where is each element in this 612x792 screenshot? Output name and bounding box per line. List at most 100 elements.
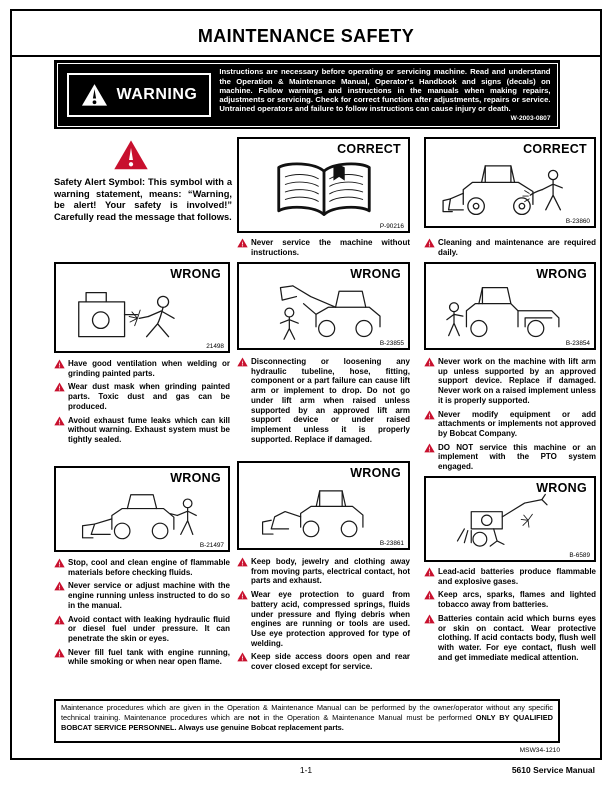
caption-text: Never modify equipment or add attachment… — [438, 409, 596, 438]
wrong-label: WRONG — [350, 267, 401, 281]
correct-label: CORRECT — [337, 142, 401, 156]
caption-group-raised-lift-arm: Disconnecting or loosening any hydraulic… — [237, 357, 410, 444]
warning-label: WARNING — [116, 85, 198, 103]
caption-text: Have good ventilation when welding or gr… — [68, 359, 230, 378]
warning-caption: Stop, cool and clean engine of flammable… — [54, 558, 230, 577]
caption-text: Keep body, jewelry and clothing away fro… — [251, 557, 410, 586]
alert-triangle-icon — [54, 382, 65, 392]
welding-illustration — [78, 292, 175, 338]
panel-welding: WRONG 21498 — [54, 262, 230, 353]
alert-triangle-icon — [424, 357, 435, 367]
alert-triangle-icon — [54, 359, 65, 369]
panel-cleaning: CORRECT B-23860 — [424, 137, 596, 228]
caption-group-utility-vehicle: Never work on the machine with lift arm … — [424, 357, 596, 472]
alert-triangle-icon — [424, 443, 435, 453]
caption-text: Cleaning and maintenance are required da… — [438, 238, 596, 257]
photo-code: B-23854 — [565, 340, 590, 347]
loader-illustration — [261, 490, 364, 538]
panel-engine-service: WRONG B-21497 — [54, 466, 230, 552]
warning-text-wrap: Instructions are necessary before operat… — [219, 67, 550, 121]
caption-text: Keep side access doors open and rear cov… — [251, 652, 410, 672]
warning-caption: Batteries contain acid which burns eyes … — [424, 614, 596, 663]
caption-text: Keep arcs, sparks, flames and lighted to… — [438, 590, 596, 610]
wrong-label: WRONG — [170, 471, 221, 485]
caption-group-cleaning: Cleaning and maintenance are required da… — [424, 238, 596, 257]
correct-label: CORRECT — [523, 142, 587, 156]
tiller-sparks-illustration — [456, 493, 548, 547]
wrong-label: WRONG — [536, 481, 587, 495]
alert-triangle-icon — [54, 558, 65, 568]
alert-triangle-icon — [424, 410, 435, 420]
bookmark — [332, 164, 345, 181]
warning-caption: Disconnecting or loosening any hydraulic… — [237, 357, 410, 444]
warning-box-inner: WARNING Instructions are necessary befor… — [56, 62, 558, 127]
caption-text: Stop, cool and clean engine of flammable… — [68, 558, 230, 577]
wrong-label: WRONG — [350, 466, 401, 480]
alert-triangle-icon — [424, 238, 435, 248]
warning-caption: Cleaning and maintenance are required da… — [424, 238, 596, 257]
utility-vehicle-illustration — [446, 287, 560, 338]
wrong-label: WRONG — [170, 267, 221, 281]
caption-text: Wear dust mask when grinding painted par… — [68, 382, 230, 411]
warning-caption: Keep body, jewelry and clothing away fro… — [237, 557, 410, 586]
panel-utility-vehicle: WRONG B-23854 — [424, 262, 596, 350]
caption-group-moving-parts: Keep body, jewelry and clothing away fro… — [237, 557, 410, 672]
alert-triangle-icon — [54, 615, 65, 625]
alert-triangle-icon — [424, 590, 435, 600]
caption-text: Lead-acid batteries produce flammable an… — [438, 567, 596, 586]
caption-text: Disconnecting or loosening any hydraulic… — [251, 357, 410, 444]
alert-triangle-icon — [54, 648, 65, 658]
caption-group-read-manual: Never service the machine without instru… — [237, 238, 410, 257]
warning-caption: Wear dust mask when grinding painted par… — [54, 382, 230, 411]
warning-caption: Keep arcs, sparks, flames and lighted to… — [424, 590, 596, 609]
alert-triangle-icon — [424, 614, 435, 624]
caption-text: Never service the machine without instru… — [251, 238, 410, 257]
panel-read-manual: CORRECT P-90216 — [237, 137, 410, 233]
warning-caption: Never work on the machine with lift arm … — [424, 357, 596, 406]
caption-text: Never work on the machine with lift arm … — [438, 357, 596, 405]
caption-text: Batteries contain acid which burns eyes … — [438, 613, 596, 662]
maintenance-note-text: Maintenance procedures which are given i… — [61, 703, 553, 732]
photo-code: P-90216 — [379, 223, 404, 230]
photo-code: B-23861 — [379, 540, 404, 547]
open-book-illustration — [276, 162, 371, 216]
alert-triangle-icon — [54, 416, 65, 426]
machine-cleaning-illustration — [442, 165, 563, 216]
safety-alert-text: Safety Alert Symbol: This symbol with a … — [54, 177, 232, 222]
maintenance-note-code: MSW34-1210 — [519, 747, 560, 754]
manual-name: 5610 Service Manual — [511, 765, 595, 775]
warning-caption: Never modify equipment or add attachment… — [424, 410, 596, 439]
photo-code: B-23860 — [565, 218, 590, 225]
warning-caption: Have good ventilation when welding or gr… — [54, 359, 230, 378]
warning-caption: Never service or adjust machine with the… — [54, 581, 230, 610]
alert-triangle-icon — [54, 581, 65, 591]
alert-triangle-icon — [424, 567, 435, 577]
caption-text: Never fill fuel tank with engine running… — [68, 647, 230, 667]
panel-raised-lift-arm: WRONG B-23855 — [237, 262, 410, 350]
warning-caption: Never fill fuel tank with engine running… — [54, 648, 230, 667]
warning-caption: Avoid contact with leaking hydraulic flu… — [54, 615, 230, 644]
warning-caption: Keep side access doors open and rear cov… — [237, 652, 410, 671]
caption-text: DO NOT service this machine or an implem… — [438, 442, 596, 472]
photo-code: B-21497 — [199, 542, 224, 549]
warning-caption: DO NOT service this machine or an implem… — [424, 443, 596, 472]
alert-triangle-icon — [237, 652, 248, 662]
caption-text: Wear eye protection to guard from batter… — [251, 590, 410, 648]
caption-text: Avoid contact with leaking hydraulic flu… — [68, 614, 230, 643]
page-title: MAINTENANCE SAFETY — [197, 26, 415, 46]
maintenance-note-box: Maintenance procedures which are given i… — [54, 699, 560, 743]
warning-decal-code: W-2003-0807 — [510, 114, 551, 122]
caption-group-batteries: Lead-acid batteries produce flammable an… — [424, 567, 596, 662]
caption-text: Never service or adjust machine with the… — [68, 581, 230, 610]
alert-triangle-icon — [237, 590, 248, 600]
photo-code: B-23855 — [379, 340, 404, 347]
warning-caption: Lead-acid batteries produce flammable an… — [424, 567, 596, 586]
photo-code: B-6589 — [569, 552, 590, 559]
alert-triangle-icon — [237, 557, 248, 567]
warning-caption: Never service the machine without instru… — [237, 238, 410, 257]
caption-text: Avoid exhaust fume leaks which can kill … — [68, 415, 230, 444]
panel-batteries: WRONG B-6589 — [424, 476, 596, 562]
title-divider — [10, 55, 602, 57]
raised-lift-arm-illustration — [279, 285, 381, 340]
